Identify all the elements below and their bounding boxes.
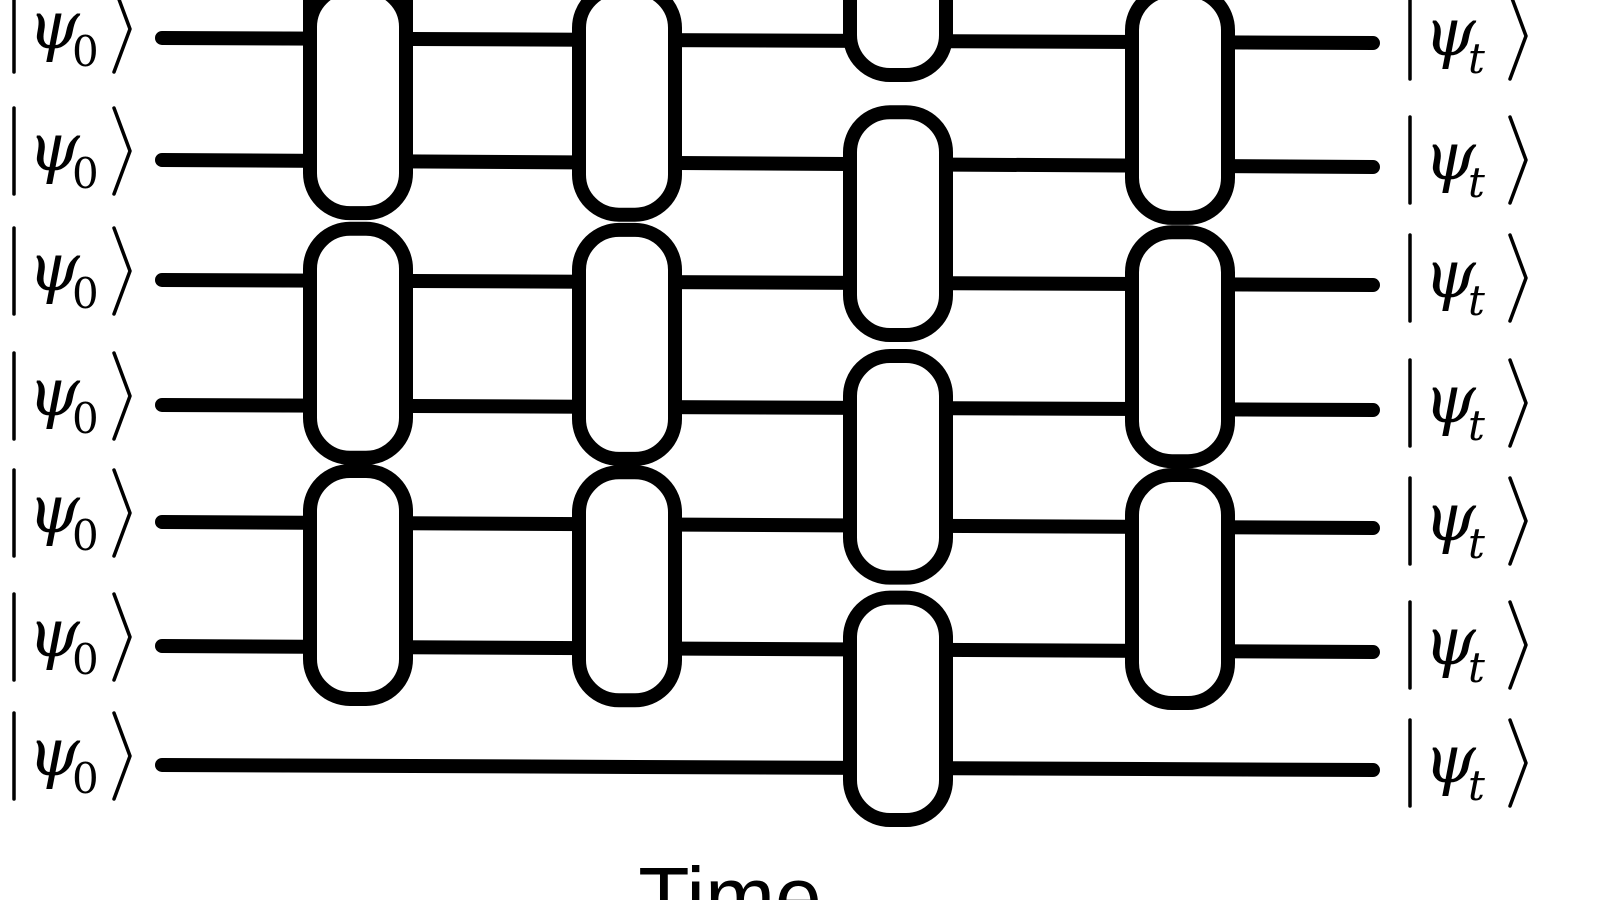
ket-angle	[112, 592, 132, 682]
ket-angle	[1508, 358, 1528, 448]
ket-symbol: ψ	[28, 471, 81, 548]
qubit-wire-7	[155, 758, 1380, 777]
gate-layer3-q4-q5	[843, 349, 953, 585]
gate-layer3-q6-q7	[843, 590, 953, 828]
gate-layer2-q5-q6	[572, 465, 682, 708]
ket-symbol: ψ	[1424, 0, 1477, 71]
ket-subscript: t	[1468, 761, 1485, 810]
ket-symbol: ψ	[1424, 118, 1477, 195]
ket-subscript: 0	[72, 269, 99, 318]
ket-subscript: t	[1468, 158, 1485, 207]
gate-layer1-q1-q2	[303, 0, 413, 221]
ket-symbol: ψ	[28, 109, 81, 186]
ket-angle	[1508, 718, 1528, 808]
ket-subscript: 0	[72, 394, 99, 443]
output-ket-2: ψt	[1408, 115, 1528, 207]
ket-subscript: 0	[72, 511, 99, 560]
gate-layer3-partial-top	[843, 0, 953, 83]
output-ket-3: ψt	[1408, 233, 1528, 325]
ket-symbol: ψ	[28, 229, 81, 306]
ket-symbol: ψ	[1424, 479, 1477, 556]
output-ket-7: ψt	[1408, 718, 1528, 810]
ket-angle	[1508, 600, 1528, 690]
ket-angle	[112, 226, 132, 316]
ket-subscript: t	[1468, 401, 1485, 450]
ket-symbol: ψ	[1424, 603, 1477, 680]
ket-symbol: ψ	[28, 714, 81, 791]
gate-layer4-q1-q2	[1125, 0, 1235, 225]
input-ket-4: ψ0	[12, 351, 132, 443]
gate-layer1-q5-q6	[303, 463, 413, 706]
input-ket-6: ψ0	[12, 592, 132, 684]
input-ket-7: ψ0	[12, 711, 132, 803]
ket-symbol: ψ	[1424, 236, 1477, 313]
ket-subscript: t	[1468, 643, 1485, 692]
output-ket-5: ψt	[1408, 476, 1528, 568]
ket-subscript: t	[1468, 519, 1485, 568]
ket-angle	[112, 351, 132, 441]
output-ket-6: ψt	[1408, 600, 1528, 692]
input-ket-5: ψ0	[12, 468, 132, 560]
ket-subscript: 0	[72, 635, 99, 684]
ket-symbol: ψ	[28, 0, 81, 64]
input-ket-3: ψ0	[12, 226, 132, 318]
two-qubit-gates	[303, 0, 1235, 828]
ket-angle	[112, 711, 132, 801]
ket-angle	[112, 106, 132, 196]
ket-subscript: t	[1468, 276, 1485, 325]
input-ket-2: ψ0	[12, 106, 132, 198]
ket-symbol: ψ	[1424, 721, 1477, 798]
ket-subscript: 0	[72, 149, 99, 198]
ket-subscript: t	[1468, 34, 1485, 83]
gate-layer1-q3-q4	[303, 221, 413, 465]
ket-angle	[1508, 476, 1528, 566]
ket-subscript: 0	[72, 27, 99, 76]
gate-layer2-q1-q2	[572, 0, 682, 222]
ket-angle	[1508, 115, 1528, 205]
gate-layer3-q2-q3	[843, 105, 953, 343]
input-ket-1: ψ0	[12, 0, 132, 76]
ket-symbol: ψ	[28, 595, 81, 672]
ket-angle	[112, 0, 132, 74]
gate-layer4-q3-q4	[1125, 225, 1235, 469]
output-ket-1: ψt	[1408, 0, 1528, 83]
ket-symbol: ψ	[28, 354, 81, 431]
ket-angle	[1508, 233, 1528, 323]
ket-subscript: 0	[72, 754, 99, 803]
ket-angle	[112, 468, 132, 558]
gate-layer2-q3-q4	[572, 222, 682, 466]
output-ket-4: ψt	[1408, 358, 1528, 450]
gate-layer4-q5-q6	[1125, 468, 1235, 711]
ket-symbol: ψ	[1424, 361, 1477, 438]
ket-angle	[1508, 0, 1528, 81]
time-axis-label: Time	[638, 850, 822, 900]
